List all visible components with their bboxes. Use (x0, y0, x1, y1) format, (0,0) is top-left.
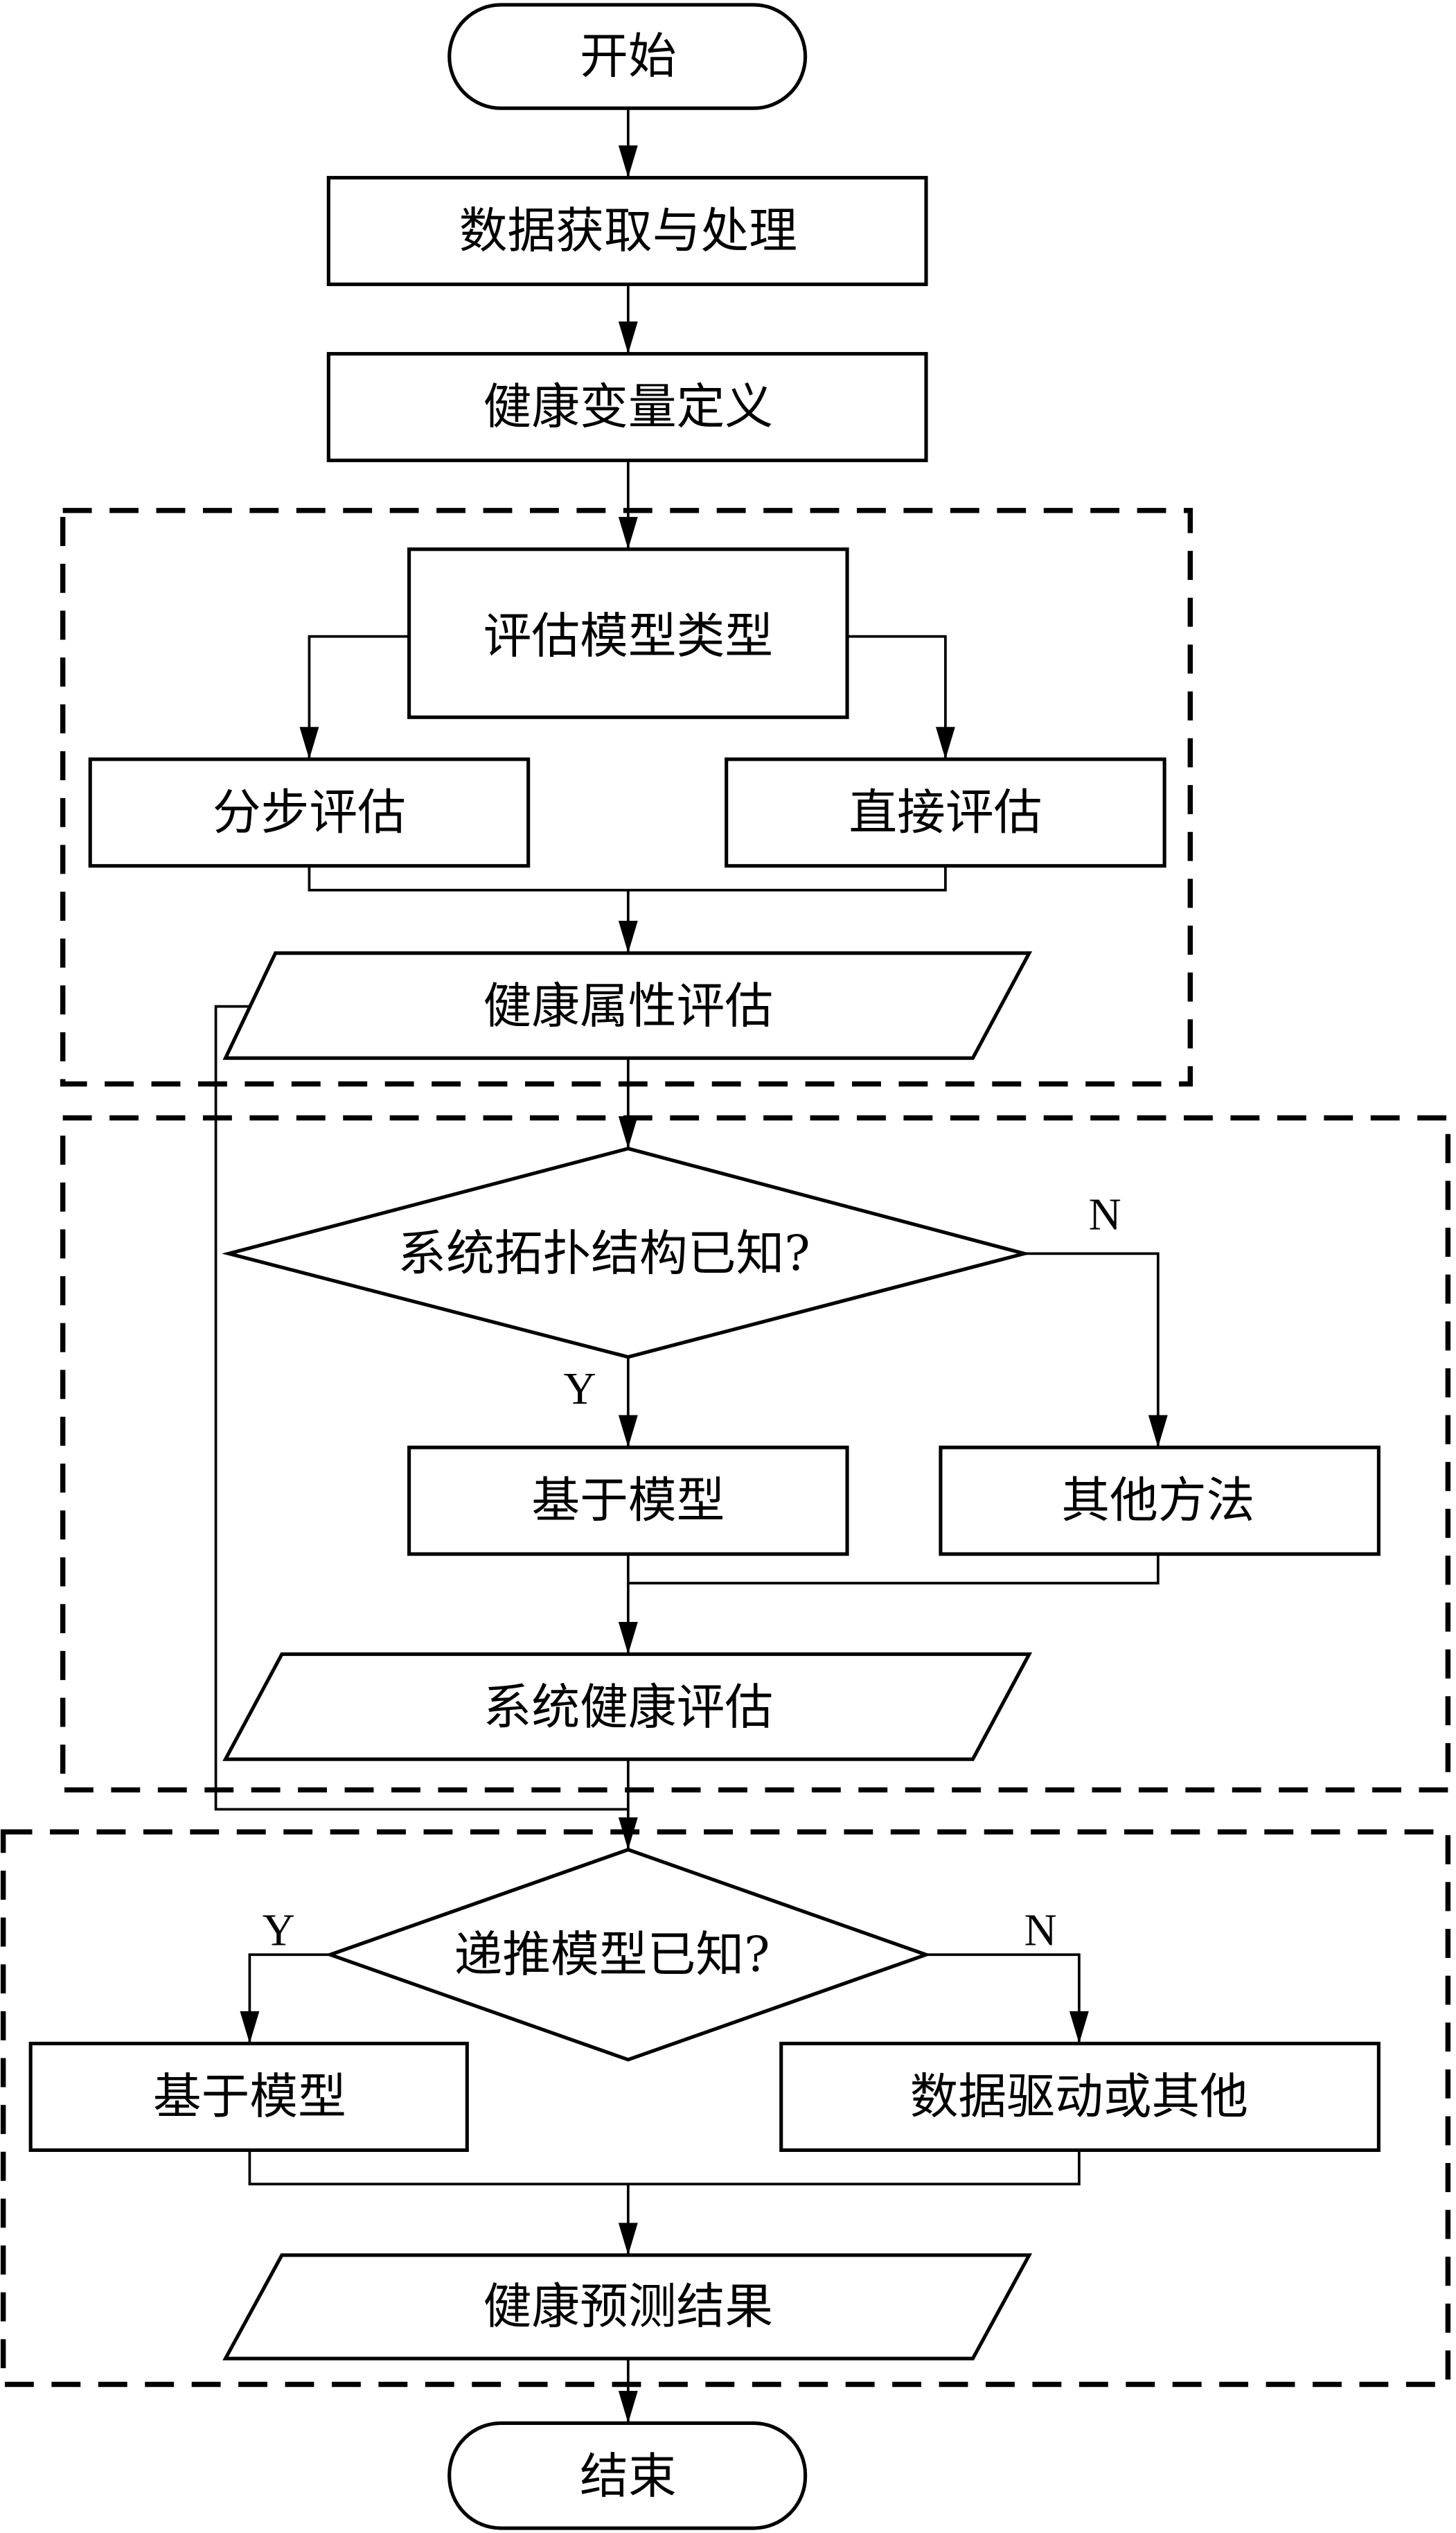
model-based-1-node: 基于模型 (407, 1445, 849, 1556)
edge-recursion-yes (248, 1953, 330, 2044)
topology-no-label: N (1089, 1190, 1121, 1239)
arrowhead (618, 145, 638, 178)
model-based-1-label: 基于模型 (531, 1473, 725, 1529)
edge-model-type-to-stepwise (308, 635, 409, 759)
edge-merge-prediction (248, 2148, 1081, 2186)
system-health-assessment-label: 系统健康评估 (483, 1679, 774, 1736)
data-driven-or-other-label: 数据驱动或其他 (910, 2069, 1248, 2125)
arrowhead (618, 321, 638, 354)
recursion-no-label: N (1024, 1905, 1057, 1955)
model-based-2-box (28, 2041, 469, 2152)
model-based-2-label: 基于模型 (153, 2069, 346, 2125)
end-label: 结束 (580, 2448, 677, 2505)
direct-assessment-node: 直接评估 (725, 757, 1166, 868)
arrowhead (240, 2011, 260, 2044)
recursion-model-known-decision-node: 递推模型已知? (324, 1848, 932, 2062)
health-variable-definition-label: 健康变量定义 (483, 379, 774, 435)
model-based-2-node: 基于模型 (28, 2041, 469, 2152)
data-acquisition-node: 数据获取与处理 (326, 175, 928, 286)
stepwise-assessment-label: 分步评估 (213, 784, 406, 840)
end-node: 结束 (447, 2421, 808, 2530)
end-terminator (447, 2421, 808, 2530)
health-prediction-result-parallelogram (222, 2253, 1033, 2360)
edge-model-type-to-direct (847, 635, 947, 759)
topology-known-diamond (222, 1147, 1031, 1359)
arrowhead (1148, 1415, 1168, 1448)
assessment-model-type-label: 评估模型类型 (483, 608, 774, 664)
health-attribute-assessment-parallelogram (222, 951, 1033, 1060)
health-attribute-assessment-label: 健康属性评估 (483, 978, 774, 1034)
recursion-model-known-diamond (324, 1848, 932, 2062)
health-variable-definition-node: 健康变量定义 (326, 352, 928, 463)
direct-assessment-label: 直接评估 (849, 784, 1042, 840)
arrowhead (618, 1621, 638, 1654)
arrowhead (299, 727, 319, 759)
edge-attribute-bypass (214, 1005, 628, 1811)
topology-known-label: 系统拓扑结构已知? (398, 1226, 810, 1282)
group-health-prediction (0, 1829, 1451, 2388)
arrowhead (618, 517, 638, 549)
topology-yes-label: Y (564, 1364, 596, 1414)
data-driven-or-other-node: 数据驱动或其他 (779, 2041, 1380, 2152)
connectors (214, 108, 1168, 2424)
other-methods-node: 其他方法 (939, 1445, 1380, 1556)
edge-topology-no (1024, 1252, 1160, 1448)
system-health-assessment-parallelogram (222, 1652, 1033, 1761)
other-methods-label: 其他方法 (1061, 1473, 1254, 1529)
arrowhead (618, 1817, 638, 1850)
system-health-assessment-node: 系统健康评估 (222, 1652, 1033, 1761)
recursion-yes-label: Y (263, 1905, 295, 1955)
health-prediction-result-node: 健康预测结果 (222, 2253, 1033, 2360)
stepwise-assessment-node: 分步评估 (88, 757, 531, 868)
arrowhead (618, 1116, 638, 1149)
arrowhead (1069, 2011, 1089, 2044)
edge-merge-system (626, 1554, 1160, 1585)
health-attribute-assessment-node: 健康属性评估 (222, 951, 1033, 1060)
data-acquisition-box (326, 175, 928, 286)
edge-merge-assessments (308, 865, 947, 892)
arrowhead (618, 2390, 638, 2424)
arrowhead (618, 921, 638, 953)
start-node: 开始 (447, 3, 808, 110)
assessment-model-type-box (407, 547, 849, 719)
model-based-1-box (407, 1445, 849, 1556)
data-driven-or-other-box (779, 2041, 1380, 2152)
assessment-model-type-node: 评估模型类型 (407, 547, 849, 719)
other-methods-box (939, 1445, 1380, 1556)
direct-assessment-box (725, 757, 1166, 868)
arrowhead (618, 2223, 638, 2255)
arrowhead (618, 1415, 638, 1448)
arrowhead (935, 727, 955, 759)
group-health-attribute-assessment (60, 508, 1193, 1087)
edge-recursion-no (926, 1953, 1081, 2044)
start-label: 开始 (580, 28, 677, 85)
topology-known-decision-node: 系统拓扑结构已知? (222, 1147, 1031, 1359)
stepwise-assessment-box (88, 757, 531, 868)
recursion-model-known-label: 递推模型已知? (454, 1927, 770, 1983)
health-prediction-result-label: 健康预测结果 (483, 2279, 774, 2335)
data-acquisition-label: 数据获取与处理 (459, 203, 797, 259)
start-terminator (447, 3, 808, 110)
health-variable-definition-box (326, 352, 928, 463)
